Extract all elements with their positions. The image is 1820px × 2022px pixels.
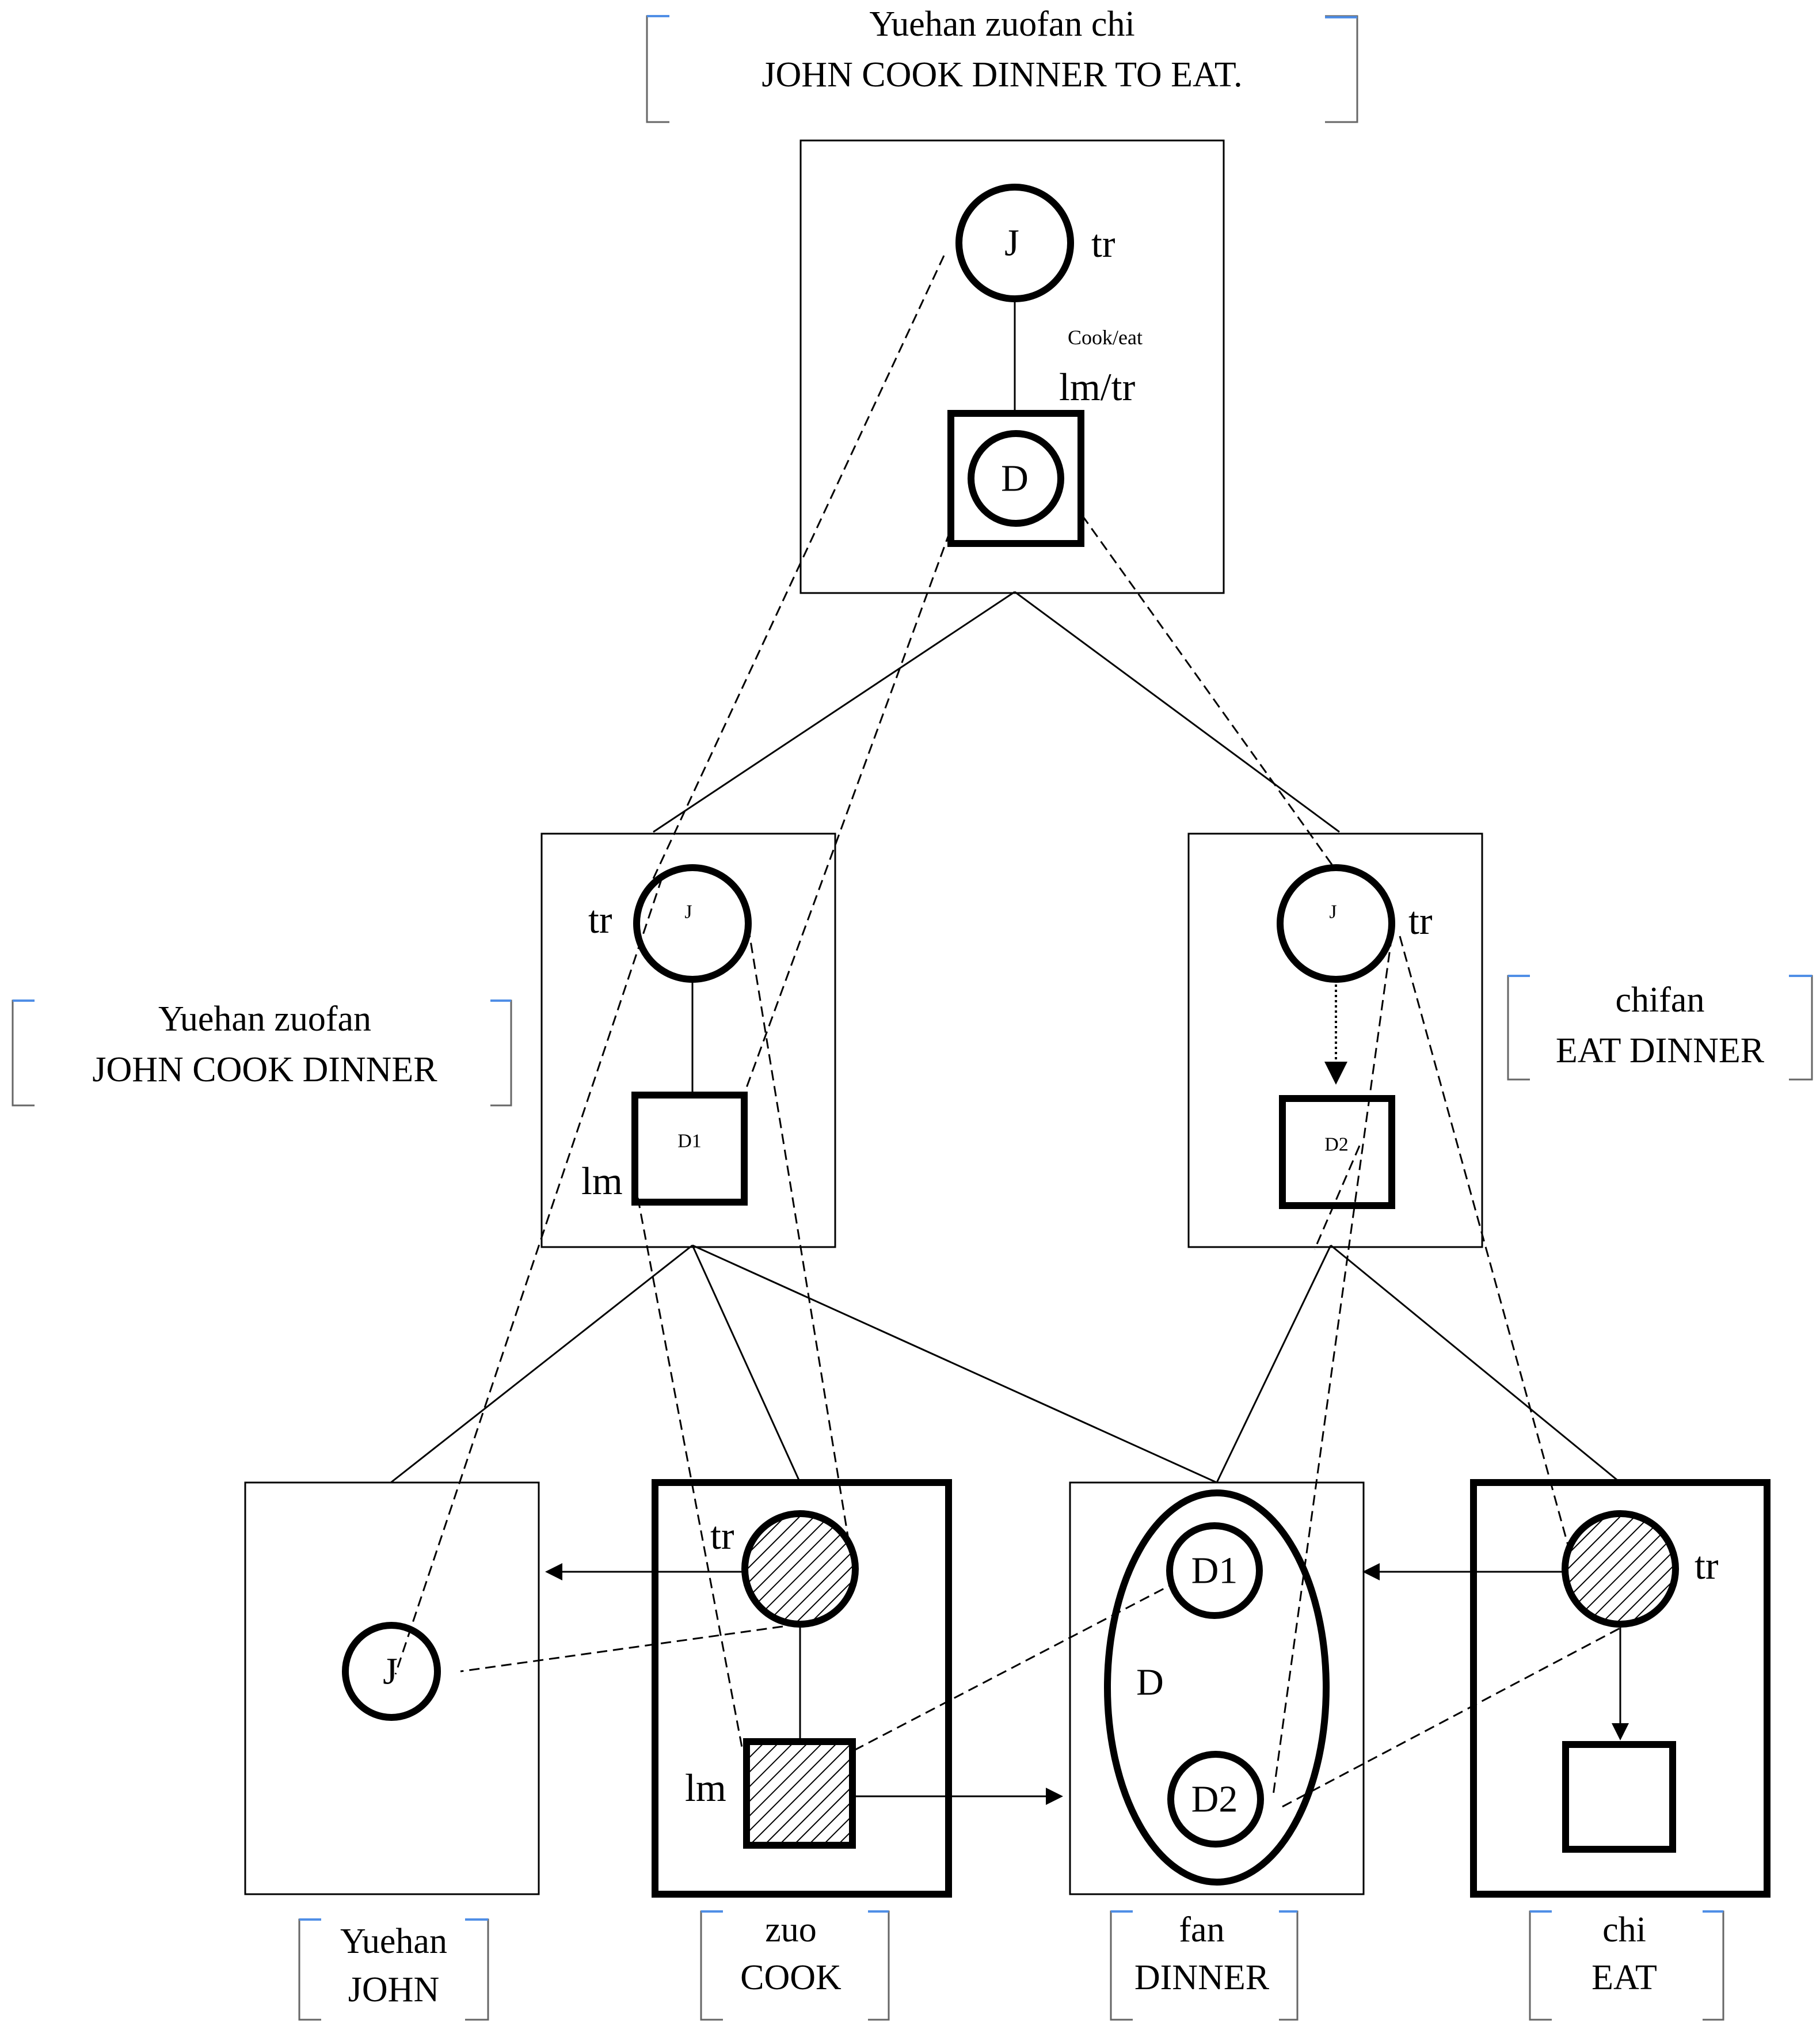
cook-tr-label: tr <box>710 1514 734 1557</box>
top-node-j-label: J <box>1004 222 1019 264</box>
top-gloss-line2: JOHN COOK DINNER TO EAT. <box>761 55 1242 94</box>
eat-gloss-bracket <box>1529 1910 1724 2021</box>
mid-right-node-d2 <box>1279 1095 1395 1209</box>
cook-tr-circle <box>741 1510 859 1628</box>
dinner-node-d-label: D <box>1136 1662 1164 1704</box>
top-node-d-circle <box>968 430 1064 527</box>
mid-right-box <box>1187 833 1483 1248</box>
correspondence-lines <box>394 255 1624 1808</box>
dinner-box <box>1069 1481 1365 1895</box>
eat-gloss-line2: EAT <box>1591 1958 1657 1997</box>
dinner-node-d2 <box>1167 1751 1264 1848</box>
cook-lm-label: lm <box>685 1766 726 1810</box>
eat-tr-circle <box>1562 1510 1679 1628</box>
dinner-node-d1 <box>1166 1522 1263 1619</box>
cook-box <box>652 1479 952 1898</box>
top-relation-label: Cook/eat <box>1068 326 1143 349</box>
john-node-j-label: J <box>383 1651 398 1693</box>
bottom-john: J Yuehan JOHN <box>244 1481 540 2021</box>
dinner-gloss-line1: fan <box>1179 1910 1224 1949</box>
bottom-dinner: D D1 D2 fan DINNER <box>1069 1481 1365 2021</box>
cook-lm-box <box>743 1738 856 1849</box>
mid-right-node-j-label: J <box>1329 902 1337 923</box>
top-gloss-line1: Yuehan zuofan chi <box>869 5 1134 44</box>
john-gloss-line1: Yuehan <box>340 1922 447 1961</box>
mid-left-tr-label: tr <box>588 898 612 941</box>
bottom-eat: tr chi EAT <box>1362 1479 1770 2021</box>
mid-left-node-d1 <box>631 1092 748 1206</box>
top-node-d-box <box>947 410 1084 547</box>
eat-tr-label: tr <box>1695 1544 1719 1587</box>
mid-right-node-j <box>1277 864 1395 983</box>
top-construction: J tr Cook/eat lm/tr D Yuehan zuofan chi … <box>646 5 1358 594</box>
mid-left-node-d1-label: D1 <box>677 1131 702 1152</box>
dinner-gloss-line2: DINNER <box>1134 1958 1270 1997</box>
composition-lines <box>390 591 1621 1484</box>
mid-left-gloss-line1: Yuehan zuofan <box>158 999 371 1039</box>
cook-gloss-bracket <box>700 1910 890 2021</box>
john-gloss-line2: JOHN <box>348 1970 439 2009</box>
dinner-node-d1-label: D1 <box>1191 1550 1238 1592</box>
mid-right-gloss-line1: chifan <box>1616 980 1705 1020</box>
bottom-cook: tr lm zuo COOK <box>545 1479 1063 2021</box>
mid-right-gloss-bracket <box>1507 975 1813 1081</box>
mid-left-lm-label: lm <box>581 1159 623 1203</box>
top-lmtr-label: lm/tr <box>1059 365 1136 409</box>
mid-left-node-j <box>633 864 752 983</box>
mid-left-gloss-line2: JOHN COOK DINNER <box>92 1050 437 1089</box>
mid-left-box <box>540 833 836 1248</box>
mid-right-construction: J tr D2 chifan EAT DINNER <box>1187 833 1813 1248</box>
john-box <box>244 1481 540 1895</box>
mid-right-gloss-line2: EAT DINNER <box>1556 1031 1765 1070</box>
mid-right-node-d2-label: D2 <box>1324 1134 1349 1156</box>
mid-left-node-j-label: J <box>684 902 692 923</box>
john-gloss-bracket <box>298 1918 489 2021</box>
top-tr-label: tr <box>1091 222 1115 265</box>
top-box <box>799 139 1225 594</box>
eat-lm-box <box>1562 1741 1676 1853</box>
eat-box <box>1470 1479 1770 1898</box>
cook-gloss-line1: zuo <box>765 1910 817 1949</box>
dinner-gloss-bracket <box>1110 1910 1299 2021</box>
eat-gloss-line1: chi <box>1602 1910 1646 1949</box>
cook-gloss-line2: COOK <box>740 1958 842 1997</box>
john-node-j <box>342 1622 441 1721</box>
mid-left-gloss-bracket <box>12 999 512 1107</box>
top-node-d-label: D <box>1001 458 1029 500</box>
dinner-node-d-ellipse <box>1104 1489 1330 1886</box>
dinner-node-d2-label: D2 <box>1191 1778 1238 1820</box>
top-gloss-bracket <box>646 15 1358 123</box>
mid-left-construction: J tr D1 lm Yuehan zuofan JOHN COOK DINNE… <box>12 833 836 1248</box>
mid-right-tr-label: tr <box>1408 899 1433 942</box>
